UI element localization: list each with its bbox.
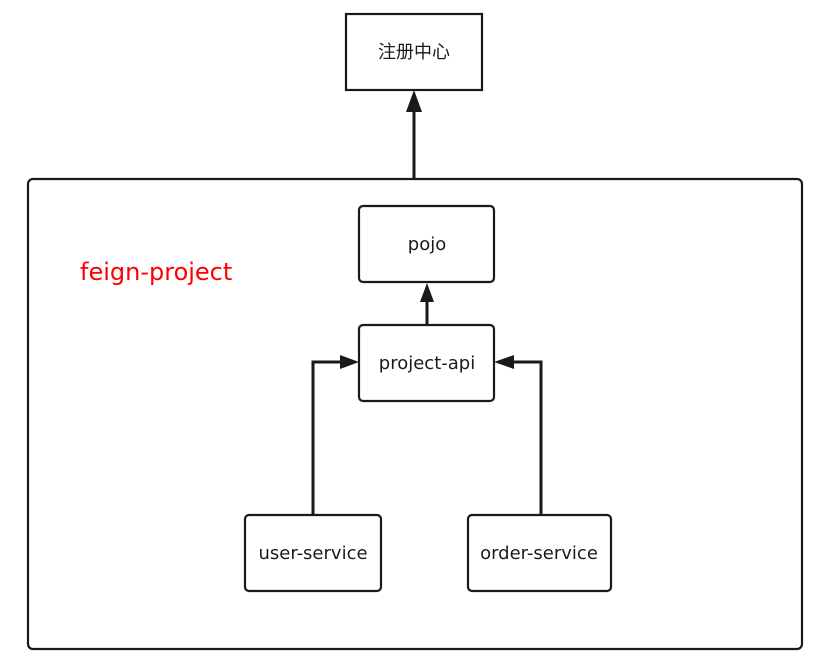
order-service-label: order-service <box>480 543 598 564</box>
group-label: feign-project <box>80 258 232 286</box>
edge-user-to-api <box>311 355 359 515</box>
edge-group-to-registry <box>406 90 422 179</box>
edge-api-to-pojo <box>420 283 434 325</box>
pojo-label: pojo <box>408 234 446 255</box>
registry-label: 注册中心 <box>378 42 450 63</box>
order-service-node: order-service <box>466 513 613 593</box>
user-service-label: user-service <box>258 543 367 564</box>
user-service-node: user-service <box>243 513 383 593</box>
pojo-node: pojo <box>357 204 496 284</box>
project-api-label: project-api <box>379 353 475 374</box>
registry-node: 注册中心 <box>344 12 484 92</box>
project-api-node: project-api <box>357 323 496 403</box>
edge-order-to-api <box>494 355 543 515</box>
